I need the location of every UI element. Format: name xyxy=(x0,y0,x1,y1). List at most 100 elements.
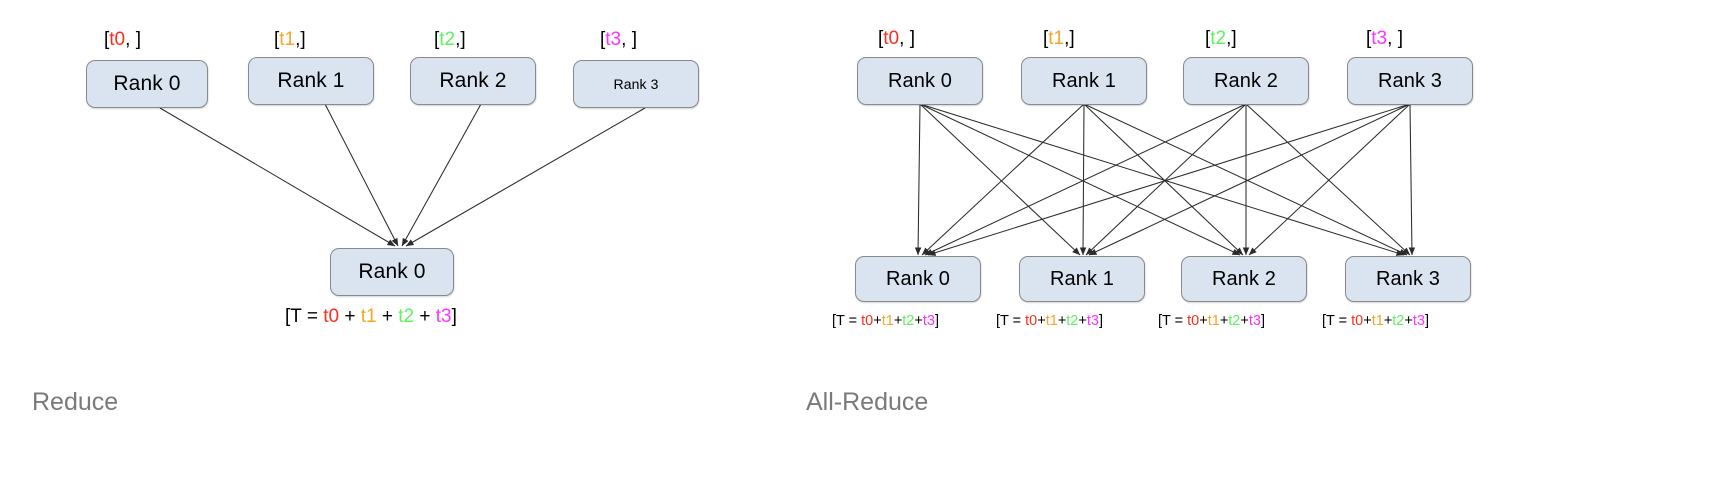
formula-term-t3: t3 xyxy=(1086,313,1099,329)
allreduce-bottom-node-rank2[interactable]: Rank 2 xyxy=(1181,256,1307,302)
allreduce-result-formula-rank3: [T = t0+t1+t2+t3] xyxy=(1322,313,1429,329)
formula-suffix: ] xyxy=(1424,313,1429,329)
tag-token-t0: t0 xyxy=(109,29,126,50)
edge-t1-b3 xyxy=(1083,103,1408,256)
reduce-top-node-rank0[interactable]: Rank 0 xyxy=(86,60,208,108)
formula-sep-3: + xyxy=(914,313,923,329)
formula-sep-3: + xyxy=(1404,313,1413,329)
formula-term-t1: t1 xyxy=(1207,313,1220,329)
formula-prefix: [T = xyxy=(285,306,324,327)
edge-rank1-to-rank0 xyxy=(324,103,399,247)
tag-bracket-close: , ] xyxy=(621,29,637,50)
allreduce-bottom-node-rank1[interactable]: Rank 1 xyxy=(1019,256,1145,302)
tag-token-t2: t2 xyxy=(1210,28,1227,49)
node-label: Rank 0 xyxy=(886,267,950,290)
formula-term-t0: t0 xyxy=(1187,313,1200,329)
tag-rank0-right: [t0, ] xyxy=(878,28,915,50)
edge-t3-b0 xyxy=(927,103,1411,256)
allreduce-top-node-rank2[interactable]: Rank 2 xyxy=(1183,57,1309,105)
formula-term-t0: t0 xyxy=(1025,313,1038,329)
edge-t0-b1 xyxy=(919,103,1081,256)
tag-bracket-close: , ] xyxy=(899,28,915,49)
tag-rank2-right: [t2,] xyxy=(1205,28,1237,50)
tag-bracket-open: [ xyxy=(1205,28,1211,49)
node-label: Rank 3 xyxy=(1376,267,1440,290)
tag-token-t1: t1 xyxy=(279,29,296,50)
tag-rank3-left: [t3, ] xyxy=(600,29,637,51)
formula-sep-2: + xyxy=(893,313,903,329)
allreduce-bottom-node-rank3[interactable]: Rank 3 xyxy=(1345,256,1471,302)
node-label: Rank 1 xyxy=(1050,267,1114,290)
tag-token-t3: t3 xyxy=(1371,28,1388,49)
edge-t2-b0 xyxy=(924,103,1247,256)
edge-t0-b0 xyxy=(914,103,922,256)
formula-sep-1: + xyxy=(1363,313,1372,329)
node-label: Rank 3 xyxy=(613,76,659,92)
tag-bracket-open: [ xyxy=(274,29,280,50)
tag-token-t2: t2 xyxy=(439,29,456,50)
allreduce-top-node-rank3[interactable]: Rank 3 xyxy=(1347,57,1473,105)
formula-term-t1: t1 xyxy=(881,313,894,329)
tag-bracket-close: ,] xyxy=(455,29,466,50)
tag-bracket-open: [ xyxy=(104,29,110,50)
formula-prefix: [T = xyxy=(1322,313,1352,329)
node-label: Rank 3 xyxy=(1378,69,1442,92)
formula-sep-2: + xyxy=(1219,313,1229,329)
edge-rank0-to-rank0 xyxy=(159,107,396,247)
formula-term-t3: t3 xyxy=(1412,313,1425,329)
formula-term-t1: t1 xyxy=(1045,313,1058,329)
tag-rank2-left: [t2,] xyxy=(434,29,466,51)
formula-sep-1: + xyxy=(1199,313,1208,329)
formula-term-t3: t3 xyxy=(922,313,935,329)
edge-t0-b3 xyxy=(919,103,1405,256)
formula-sep-1: + xyxy=(873,313,882,329)
formula-term-t3: t3 xyxy=(1248,313,1261,329)
tag-bracket-open: [ xyxy=(1043,28,1049,49)
edge-t3-b2 xyxy=(1248,103,1411,256)
tag-bracket-close: ,] xyxy=(295,29,306,50)
tag-rank3-right: [t3, ] xyxy=(1366,28,1403,50)
reduce-edges xyxy=(159,103,646,247)
allreduce-result-formula-rank1: [T = t0+t1+t2+t3] xyxy=(996,313,1103,329)
formula-term-t0: t0 xyxy=(1351,313,1364,329)
formula-sep-1: + xyxy=(1037,313,1046,329)
tag-token-t0: t0 xyxy=(883,28,900,49)
formula-sep-2: + xyxy=(1057,313,1067,329)
formula-suffix: ] xyxy=(1098,313,1103,329)
node-label: Rank 0 xyxy=(113,72,181,95)
formula-sep-1: + xyxy=(339,306,361,327)
tag-bracket-close: , ] xyxy=(1387,28,1403,49)
formula-sep-2: + xyxy=(376,306,399,327)
edge-t1-b0 xyxy=(921,103,1085,256)
edge-t0-b2 xyxy=(919,103,1241,256)
reduce-top-node-rank1[interactable]: Rank 1 xyxy=(248,57,374,105)
edge-t1-b2 xyxy=(1083,103,1244,256)
edge-rank3-to-rank0 xyxy=(405,107,646,247)
reduce-top-node-rank3[interactable]: Rank 3 xyxy=(573,60,699,108)
allreduce-top-node-rank1[interactable]: Rank 1 xyxy=(1021,57,1147,105)
formula-term-t2: t2 xyxy=(398,306,415,327)
tag-bracket-close: ,] xyxy=(1064,28,1075,49)
allreduce-bottom-node-rank0[interactable]: Rank 0 xyxy=(855,256,981,302)
formula-sep-2: + xyxy=(1383,313,1393,329)
tag-rank0-left: [t0, ] xyxy=(104,29,141,51)
formula-suffix: ] xyxy=(451,306,457,327)
formula-prefix: [T = xyxy=(832,313,862,329)
edge-t1-b1 xyxy=(1079,103,1087,256)
formula-sep-3: + xyxy=(414,306,436,327)
reduce-top-node-rank2[interactable]: Rank 2 xyxy=(410,57,536,105)
edge-t2-b3 xyxy=(1245,103,1411,256)
formula-term-t2: t2 xyxy=(1066,313,1079,329)
edge-t3-b1 xyxy=(1088,103,1411,256)
allreduce-top-node-rank0[interactable]: Rank 0 xyxy=(857,57,983,105)
node-label: Rank 1 xyxy=(1052,69,1116,92)
node-label: Rank 0 xyxy=(358,260,426,283)
tag-token-t3: t3 xyxy=(605,29,622,50)
all-reduce-edges xyxy=(914,103,1416,256)
allreduce-result-formula-rank0: [T = t0+t1+t2+t3] xyxy=(832,313,939,329)
tag-bracket-open: [ xyxy=(434,29,440,50)
formula-term-t1: t1 xyxy=(360,306,377,327)
reduce-bottom-node-rank0[interactable]: Rank 0 xyxy=(330,248,454,296)
tag-bracket-close: , ] xyxy=(125,29,141,50)
